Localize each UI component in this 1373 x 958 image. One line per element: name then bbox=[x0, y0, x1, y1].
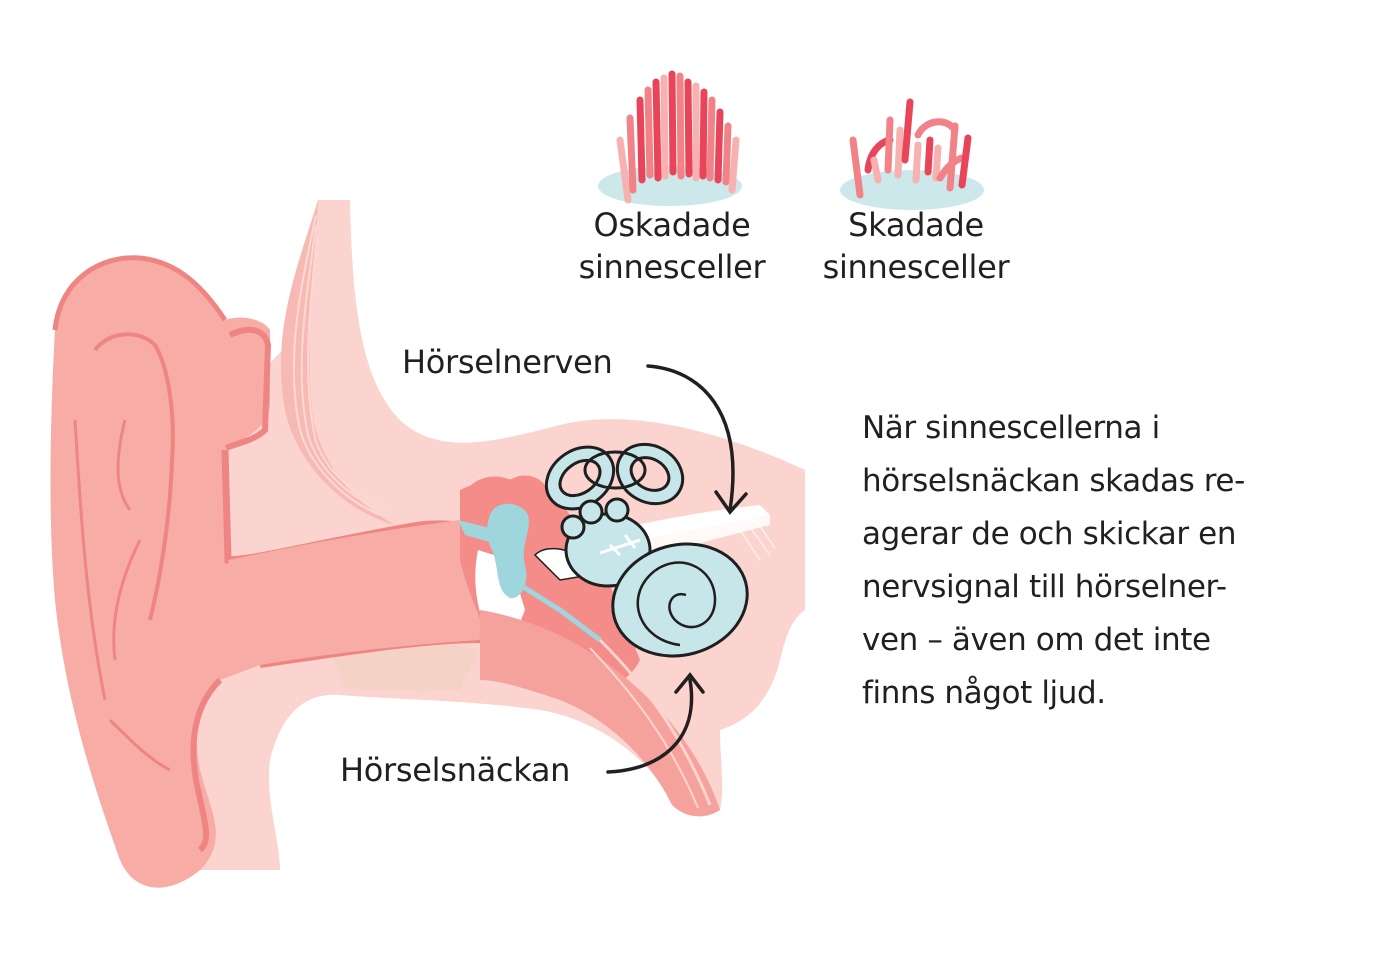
description-text: När sinnescellerna i hörselsnäckan skada… bbox=[862, 402, 1282, 720]
cochlea-label: Hörselsnäckan bbox=[340, 751, 571, 789]
nerve-branches bbox=[599, 534, 641, 557]
eustachian-tube bbox=[480, 610, 720, 817]
damaged-cells-label: Skadade sinnesceller bbox=[804, 204, 1028, 288]
hair-cells-undamaged-icon bbox=[598, 70, 742, 206]
description-line: När sinnescellerna i bbox=[862, 410, 1160, 446]
hearing-nerve-label: Hörselnerven bbox=[402, 343, 613, 381]
nerve-arrowhead bbox=[714, 490, 748, 515]
cochlea-arrowhead bbox=[674, 672, 705, 694]
undamaged-label-line1: Oskadade bbox=[593, 206, 751, 244]
description-line: hörselsnäckan skadas re- bbox=[862, 463, 1245, 499]
undamaged-label-line2: sinnesceller bbox=[578, 248, 766, 286]
cochlea-arrow bbox=[606, 678, 694, 774]
description-line: nervsignal till hörselner- bbox=[862, 569, 1227, 605]
description-line: ven – även om det inte bbox=[862, 622, 1211, 658]
description-line: agerar de och skickar en bbox=[862, 516, 1237, 552]
undamaged-cells-label: Oskadade sinnesceller bbox=[560, 204, 784, 288]
hair-cells-damaged-icon bbox=[840, 98, 984, 210]
callout-arrows bbox=[606, 364, 748, 774]
ear-canal bbox=[228, 520, 480, 665]
nerve-arrow bbox=[646, 364, 735, 512]
description-line: finns något ljud. bbox=[862, 675, 1106, 711]
damaged-label-line2: sinnesceller bbox=[822, 248, 1010, 286]
damaged-label-line1: Skadade bbox=[848, 206, 984, 244]
